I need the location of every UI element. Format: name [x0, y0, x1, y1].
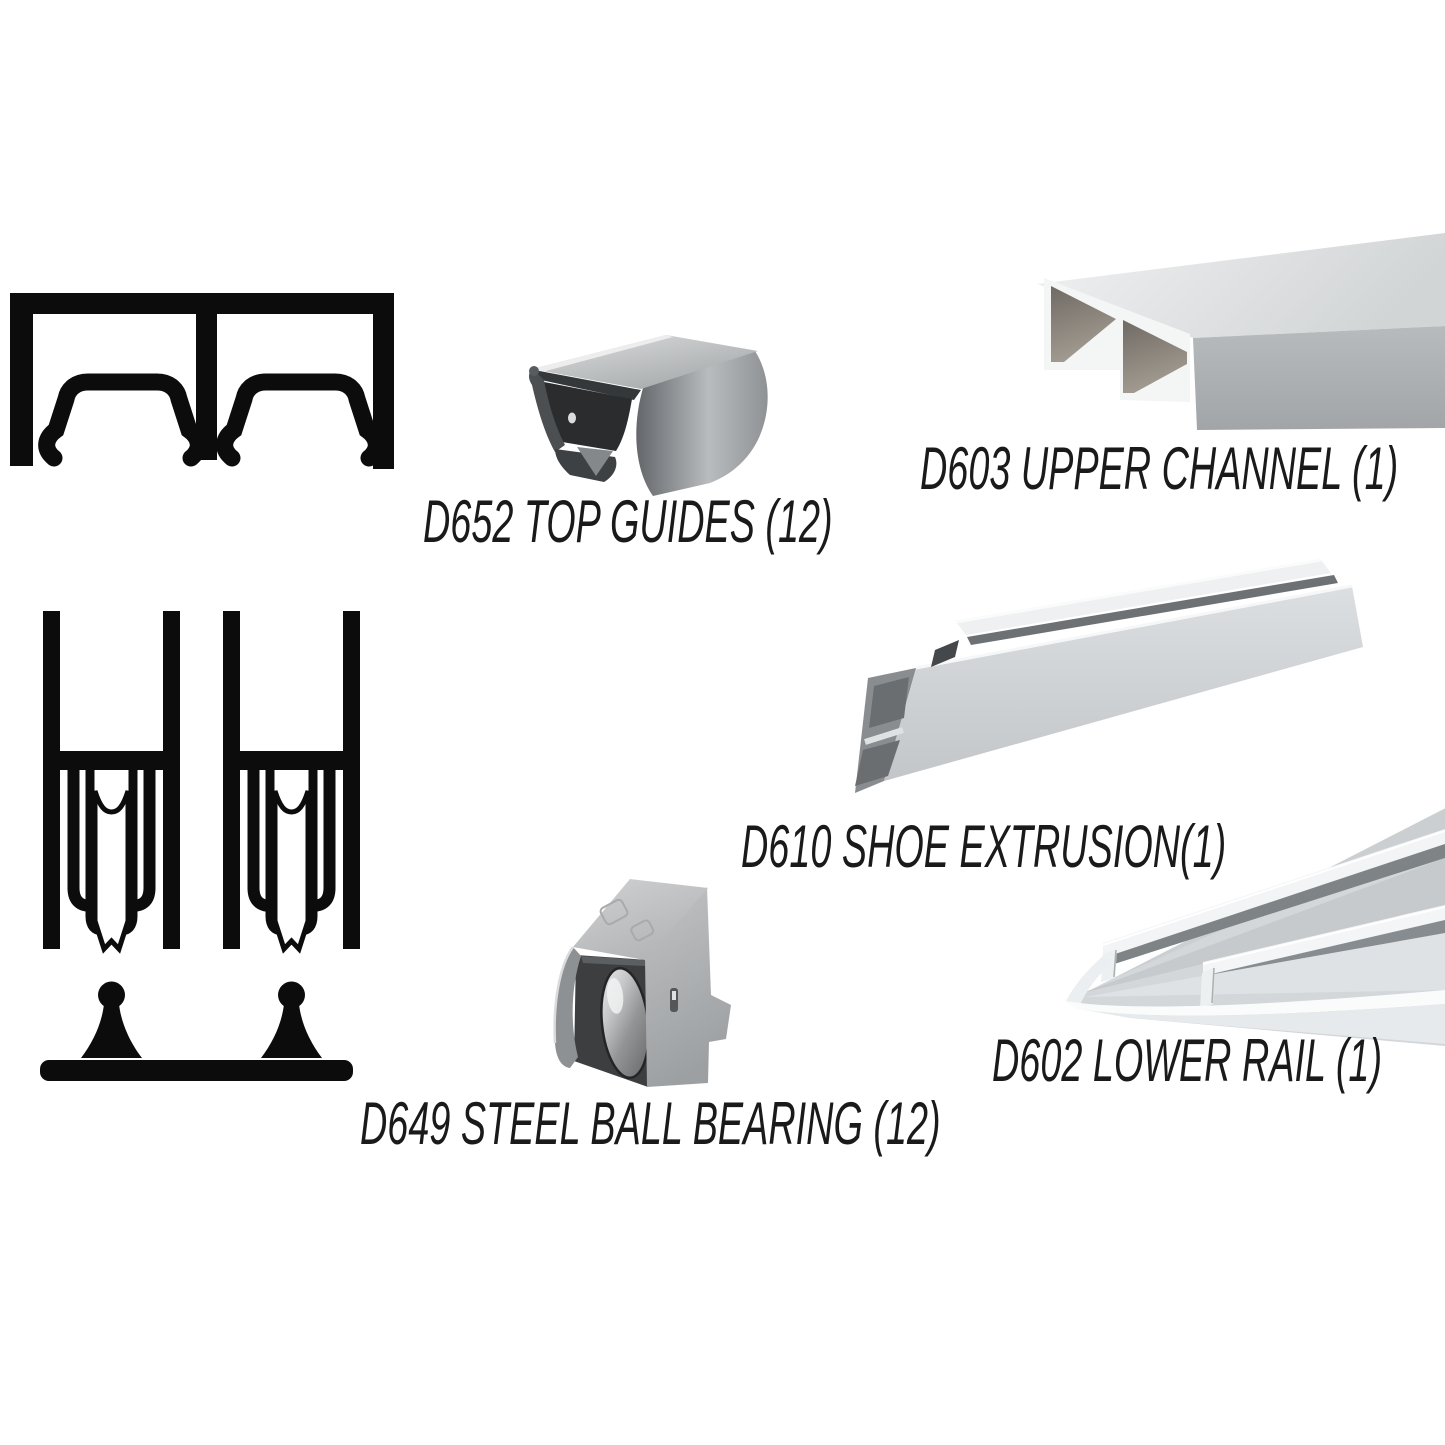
- upper-channel-photo-icon: [1037, 233, 1445, 430]
- steel-ball-bearing-photo-icon: [553, 879, 731, 1087]
- label-top-guides: D652 TOP GUIDES (12): [423, 488, 833, 555]
- rollers-cross-section-drawing-icon: [40, 605, 365, 1081]
- label-upper-channel: D603 UPPER CHANNEL (1): [920, 435, 1399, 502]
- label-lower-rail: D602 LOWER RAIL (1): [992, 1027, 1383, 1094]
- lower-rail-photo-icon: [1066, 806, 1445, 1046]
- upper-channel-cross-section-drawing-icon: [10, 293, 394, 469]
- shoe-extrusion-photo-icon: [855, 558, 1363, 793]
- top-guide-photo-icon: [529, 335, 768, 496]
- label-steel-ball-bearing: D649 STEEL BALL BEARING (12): [360, 1090, 941, 1157]
- label-shoe-extrusion: D610 SHOE EXTRUSION(1): [741, 813, 1227, 880]
